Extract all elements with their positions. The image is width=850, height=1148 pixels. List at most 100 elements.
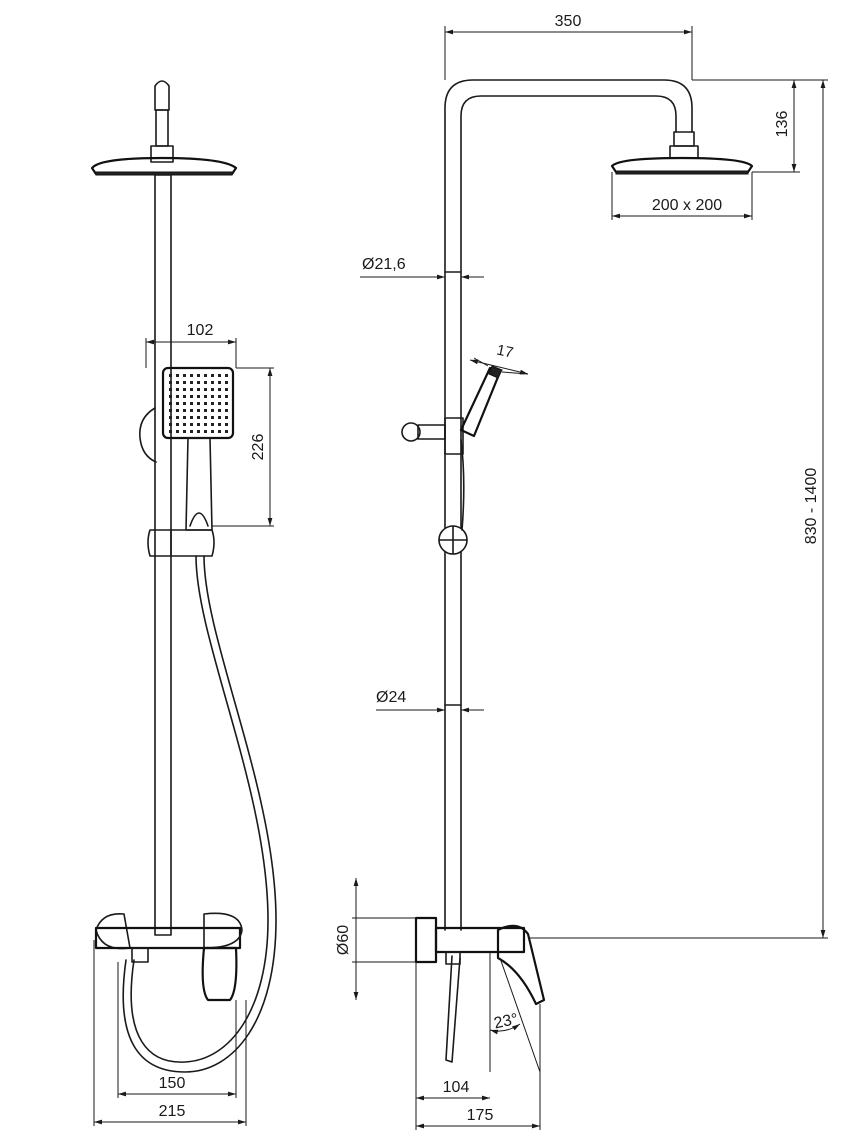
side-holder-knob bbox=[401, 422, 421, 442]
side-mixer-wall-plate bbox=[414, 916, 438, 964]
front-top-cap bbox=[154, 80, 170, 111]
front-mixer-right-bracket bbox=[203, 912, 243, 949]
nozzle bbox=[176, 416, 179, 419]
nozzle bbox=[183, 416, 186, 419]
nozzle bbox=[225, 388, 228, 391]
nozzle bbox=[218, 381, 221, 384]
nozzle bbox=[169, 430, 172, 433]
nozzle bbox=[211, 374, 214, 377]
nozzle bbox=[204, 381, 207, 384]
nozzle bbox=[190, 430, 193, 433]
side-dimensions: 350 136 200 x 200 830 - 1400 Ø21,6 17 Ø2… bbox=[335, 13, 828, 1130]
nozzle bbox=[190, 388, 193, 391]
nozzle bbox=[211, 395, 214, 398]
side-hose bbox=[460, 439, 465, 531]
front-handshower-handle bbox=[185, 437, 213, 531]
nozzle bbox=[218, 374, 221, 377]
nozzle bbox=[211, 409, 214, 412]
nozzle bbox=[183, 381, 186, 384]
side-handshower bbox=[459, 366, 502, 438]
dim-side-width-long: 175 bbox=[467, 1107, 494, 1124]
nozzle bbox=[225, 416, 228, 419]
nozzle bbox=[183, 374, 186, 377]
nozzle bbox=[190, 381, 193, 384]
nozzle bbox=[183, 409, 186, 412]
nozzle bbox=[204, 430, 207, 433]
nozzle bbox=[218, 409, 221, 412]
front-mixer-lever bbox=[201, 946, 238, 1002]
dim-lever-angle: 23° bbox=[492, 1011, 519, 1033]
dim-handshower-height: 226 bbox=[250, 434, 267, 461]
nozzle bbox=[169, 374, 172, 377]
dim-handshower-depth: 17 bbox=[495, 342, 515, 362]
dim-front-outer-width: 215 bbox=[159, 1103, 186, 1120]
front-mixer-body bbox=[94, 926, 242, 950]
nozzle bbox=[183, 430, 186, 433]
nozzle bbox=[204, 423, 207, 426]
front-hose-outer bbox=[130, 555, 269, 1063]
nozzle bbox=[225, 374, 228, 377]
side-handshower-face bbox=[488, 365, 503, 379]
nozzle bbox=[225, 409, 228, 412]
nozzle bbox=[190, 409, 193, 412]
nozzle bbox=[204, 416, 207, 419]
nozzle bbox=[218, 395, 221, 398]
front-handshower-nozzles bbox=[169, 374, 228, 433]
side-head-nut bbox=[669, 145, 699, 159]
dim-lower-pipe-diameter: Ø24 bbox=[376, 689, 406, 706]
front-dimensions: 102 226 150 215 bbox=[93, 322, 274, 1126]
side-mixer-lever bbox=[496, 924, 546, 1006]
side-holder-stem bbox=[417, 424, 446, 440]
nozzle bbox=[176, 374, 179, 377]
nozzle bbox=[218, 416, 221, 419]
nozzle bbox=[190, 395, 193, 398]
nozzle bbox=[197, 409, 200, 412]
nozzle bbox=[169, 409, 172, 412]
nozzle bbox=[211, 423, 214, 426]
front-mixer-left-bracket bbox=[95, 913, 131, 950]
nozzle bbox=[176, 381, 179, 384]
dim-top-width: 350 bbox=[555, 13, 582, 30]
nozzle bbox=[211, 430, 214, 433]
side-arm-outer bbox=[444, 79, 693, 931]
nozzle bbox=[169, 395, 172, 398]
nozzle bbox=[218, 423, 221, 426]
front-hose-connector bbox=[131, 947, 149, 963]
nozzle bbox=[225, 402, 228, 405]
nozzle bbox=[169, 423, 172, 426]
dim-side-width-short: 104 bbox=[443, 1079, 470, 1096]
nozzle bbox=[169, 416, 172, 419]
front-top-connector bbox=[155, 109, 169, 147]
nozzle bbox=[176, 395, 179, 398]
nozzle bbox=[218, 430, 221, 433]
front-hose-inner bbox=[122, 555, 277, 1073]
nozzle bbox=[211, 388, 214, 391]
side-rain-head bbox=[610, 156, 754, 174]
nozzle bbox=[225, 430, 228, 433]
nozzle bbox=[218, 402, 221, 405]
nozzle bbox=[211, 402, 214, 405]
nozzle bbox=[204, 388, 207, 391]
nozzle bbox=[190, 402, 193, 405]
nozzle bbox=[197, 381, 200, 384]
side-rain-head-plate bbox=[615, 170, 749, 175]
dim-head-drop: 136 bbox=[774, 111, 791, 138]
front-handshower-tip bbox=[189, 512, 209, 527]
nozzle bbox=[197, 395, 200, 398]
dim-front-inner-width: 150 bbox=[159, 1075, 186, 1092]
nozzle bbox=[225, 395, 228, 398]
nozzle bbox=[183, 388, 186, 391]
nozzle bbox=[190, 374, 193, 377]
front-rain-head bbox=[90, 156, 238, 176]
side-mixer-body bbox=[434, 926, 526, 954]
side-head-connector bbox=[673, 131, 695, 147]
nozzle bbox=[183, 402, 186, 405]
nozzle bbox=[225, 423, 228, 426]
front-upper-holder bbox=[138, 407, 157, 463]
nozzle bbox=[204, 374, 207, 377]
nozzle bbox=[169, 388, 172, 391]
dim-upper-pipe-diameter: Ø21,6 bbox=[362, 256, 406, 273]
nozzle bbox=[197, 388, 200, 391]
dim-mixer-diameter: Ø60 bbox=[335, 925, 352, 955]
